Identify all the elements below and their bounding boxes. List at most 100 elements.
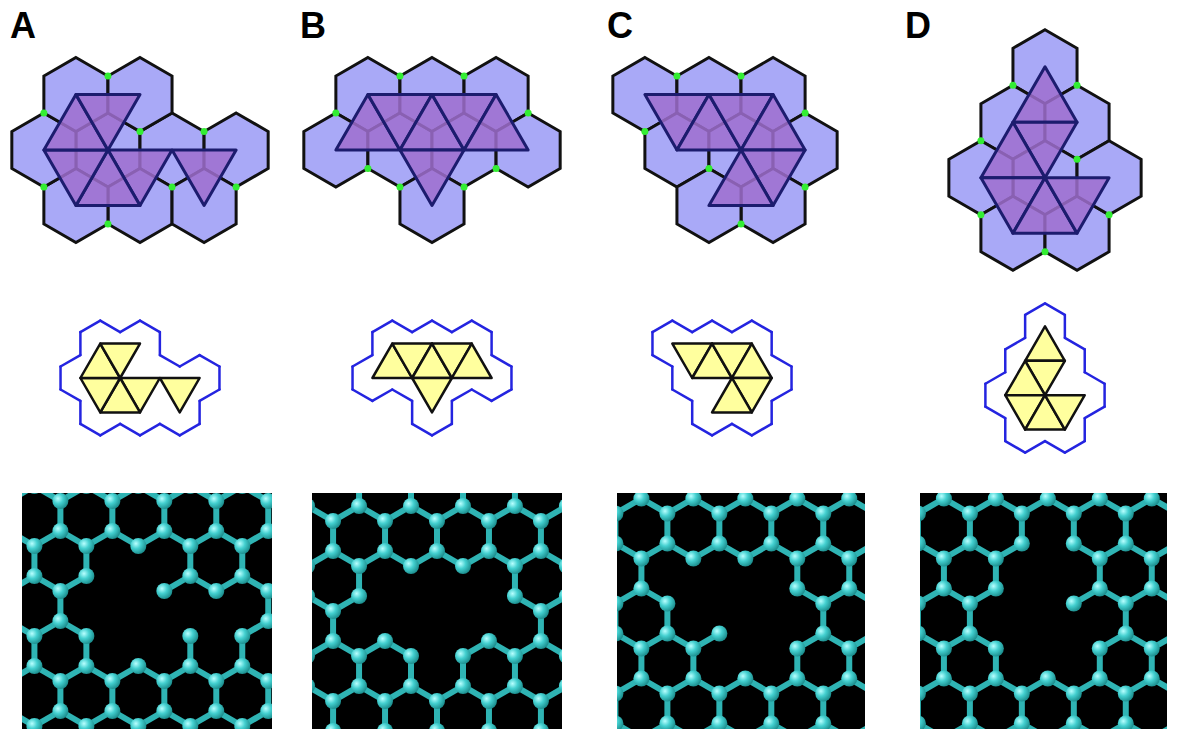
carbon-atom <box>312 648 315 664</box>
carbon-atom <box>962 506 978 522</box>
carbon-atom <box>711 626 727 642</box>
edge-atom-dot <box>461 73 468 80</box>
contour-line <box>712 321 732 332</box>
carbon-atom <box>763 506 779 522</box>
contour-line <box>985 407 1005 418</box>
vacancy-triangle <box>400 150 464 206</box>
carbon-atom <box>1092 671 1108 687</box>
contour-line <box>371 332 374 355</box>
contour-line <box>490 332 493 355</box>
carbon-atom <box>1092 493 1108 507</box>
carbon-atom <box>936 493 952 507</box>
contour-line <box>80 321 100 332</box>
hexagon-tiling <box>613 58 837 243</box>
edge-atom-dot <box>673 73 680 80</box>
carbon-atom <box>481 723 497 729</box>
carbon-atom <box>351 678 367 694</box>
carbon-atom <box>52 583 68 599</box>
carbon-atom <box>659 536 675 552</box>
carbon-atom <box>377 543 393 559</box>
contour-line <box>432 321 452 332</box>
yellow-triangle <box>1045 395 1085 429</box>
carbon-atom <box>920 596 926 612</box>
carbon-atom <box>52 613 68 629</box>
contour-line <box>772 355 792 366</box>
carbon-atom <box>1118 686 1134 702</box>
carbon-atom <box>403 678 419 694</box>
carbon-atom <box>455 648 471 664</box>
contour-line <box>770 332 773 355</box>
carbon-atom <box>26 538 42 554</box>
carbon-atom <box>1144 671 1160 687</box>
carbon-atom <box>920 716 926 729</box>
contour-line <box>412 424 432 435</box>
carbon-atom <box>920 506 926 522</box>
carbon-atom <box>507 588 523 604</box>
carbon-atom <box>481 543 497 559</box>
edge-atom-dot <box>40 110 47 117</box>
carbon-atom <box>351 648 367 664</box>
carbon-atom <box>78 538 94 554</box>
carbon-atom <box>789 581 805 597</box>
contour-line <box>984 384 987 407</box>
contour-line <box>492 389 512 400</box>
contour-line <box>752 321 772 332</box>
carbon-atom <box>633 641 649 657</box>
carbon-atom <box>104 523 120 539</box>
yellow-triangle <box>452 344 492 378</box>
carbon-atom <box>234 493 250 494</box>
carbon-atom <box>260 703 272 719</box>
carbon-atom <box>920 686 926 702</box>
contour-line <box>985 372 1005 383</box>
carbon-atom <box>920 536 926 552</box>
panel-label: C <box>607 8 633 44</box>
carbon-atom <box>208 493 224 509</box>
contour-line <box>652 321 672 332</box>
contour-line <box>372 389 392 400</box>
contour-line <box>120 424 140 435</box>
contour-line <box>692 321 712 332</box>
carbon-atom <box>481 693 497 709</box>
contour-line <box>140 321 160 332</box>
carbon-atom <box>815 686 831 702</box>
contour-line <box>140 424 160 435</box>
yellow-triangle <box>712 378 752 412</box>
carbon-atom <box>815 506 831 522</box>
contour-line <box>651 332 654 355</box>
carbon-atom <box>962 716 978 729</box>
carbon-atom <box>104 703 120 719</box>
contour-line <box>120 321 140 332</box>
edge-atom-dot <box>104 221 111 228</box>
contour-line <box>772 389 792 400</box>
carbon-atom <box>533 603 549 619</box>
contour-line <box>1085 372 1105 383</box>
carbon-atom <box>78 568 94 584</box>
edge-atom-dot <box>1106 211 1113 218</box>
contour-line <box>61 355 81 366</box>
contour-line <box>198 401 201 424</box>
carbon-atom <box>156 703 172 719</box>
carbon-atom <box>130 718 146 729</box>
carbon-atom <box>1014 506 1030 522</box>
carbon-atom <box>1144 551 1160 567</box>
carbon-atom <box>789 493 805 507</box>
carbon-atom <box>988 493 1004 507</box>
carbon-atom <box>455 498 471 514</box>
carbon-atom <box>1118 626 1134 642</box>
carbon-atom <box>1118 506 1134 522</box>
carbon-atom <box>659 596 675 612</box>
carbon-atom <box>78 493 94 494</box>
carbon-atom <box>763 536 779 552</box>
carbon-atom <box>617 626 623 642</box>
carbon-atom <box>988 581 1004 597</box>
hexagon-tiling <box>12 58 268 243</box>
carbon-atom <box>789 551 805 567</box>
contour-line <box>452 389 472 400</box>
carbon-atom <box>617 536 623 552</box>
carbon-atom <box>130 538 146 554</box>
carbon-atom <box>815 536 831 552</box>
carbon-atom <box>988 551 1004 567</box>
carbon-atom <box>312 678 315 694</box>
contour-line <box>412 321 432 332</box>
contour-line <box>1083 349 1086 372</box>
